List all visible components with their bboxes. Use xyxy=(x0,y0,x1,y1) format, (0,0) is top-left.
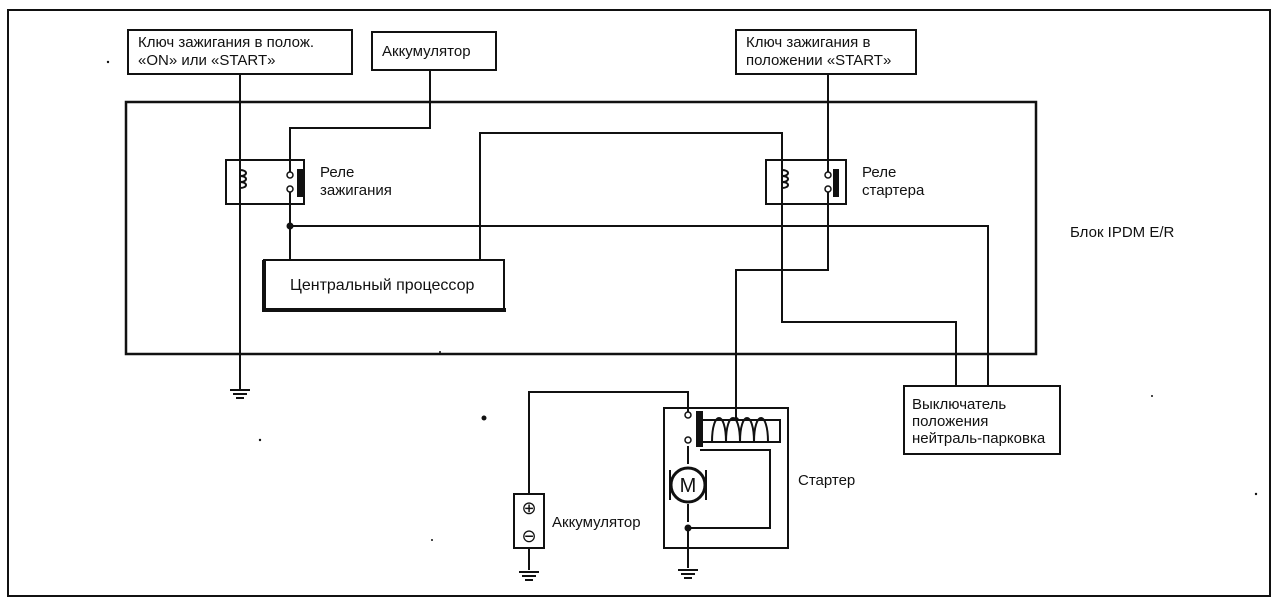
start-key-box xyxy=(735,29,917,75)
outer-frame xyxy=(7,9,1271,597)
ground-symbols xyxy=(230,388,698,581)
battery-bottom-label: Аккумулятор xyxy=(552,514,641,531)
nps-label-line2: положения xyxy=(912,413,989,430)
starter-relay-label-line2: стартера xyxy=(862,182,925,199)
nps-box xyxy=(903,385,1061,455)
starter-relay-label-line1: Реле xyxy=(862,164,897,181)
starter-relay-box xyxy=(765,159,847,205)
nps-label-line3: нейтраль-парковка xyxy=(912,430,1046,447)
nps-label-line1: Выключатель xyxy=(912,396,1007,413)
battery-plus-symbol: ⊕ xyxy=(521,498,536,519)
ign-key-label-line2: «ON» или «START» xyxy=(138,52,276,69)
starter-label: Стартер xyxy=(798,472,856,489)
ign-relay-box xyxy=(225,159,305,205)
starter-box xyxy=(663,407,789,549)
ign-relay-label-line2: зажигания xyxy=(320,182,392,199)
start-key-label-line2: положении «START» xyxy=(746,52,892,69)
start-key-label-line1: Ключ зажигания в xyxy=(746,34,871,51)
ign-key-label-line1: Ключ зажигания в полож. xyxy=(138,34,315,51)
battery-minus-symbol: ⊖ xyxy=(521,526,536,547)
battery-top-box xyxy=(371,31,497,71)
motor-letter: M xyxy=(680,475,697,497)
ipdm-block-outline xyxy=(124,100,1038,356)
ign-relay-label-line1: Реле xyxy=(320,164,355,181)
cpu-label: Центральный процессор xyxy=(290,277,475,294)
battery-top-label: Аккумулятор xyxy=(382,43,471,60)
ipdm-block-label: Блок IPDM E/R xyxy=(1070,224,1175,241)
